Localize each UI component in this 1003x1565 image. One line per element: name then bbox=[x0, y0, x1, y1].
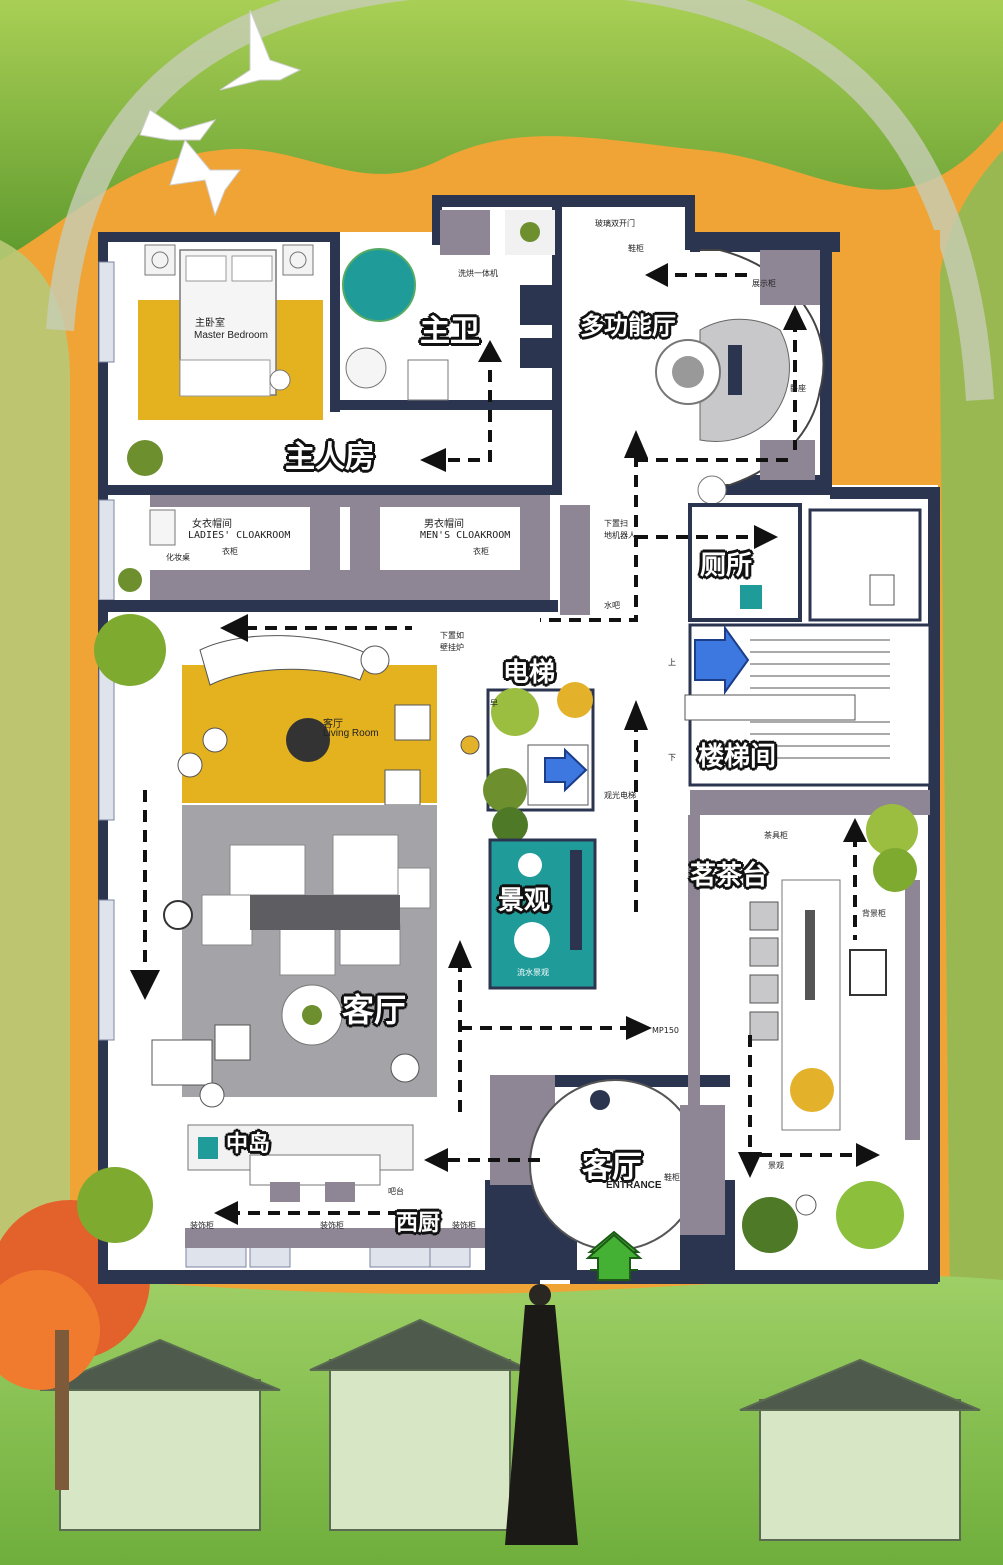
note-makeup: 化妆桌 bbox=[166, 553, 190, 562]
mens-cloak-en: MEN'S CLOAKROOM bbox=[420, 530, 511, 541]
ladies-cloak-en: LADIES' CLOAKROOM bbox=[188, 530, 291, 541]
note-wardrobe-l: 衣柜 bbox=[222, 547, 238, 556]
entrance-hall-label: 客厅 bbox=[582, 1150, 642, 1185]
master-bedroom-cn: 主卧室 bbox=[195, 318, 225, 329]
living-small-en: Living Room bbox=[323, 728, 379, 739]
western-kitchen-label: 西厨 bbox=[396, 1211, 441, 1236]
living-small-cn: 客厅 bbox=[323, 719, 343, 730]
landscape-label: 景观 bbox=[498, 886, 551, 916]
ladies-cloak-cn: 女衣帽间 bbox=[192, 519, 232, 530]
tea-table-label: 茗茶台 bbox=[690, 861, 769, 891]
note-wardrobe-r: 衣柜 bbox=[473, 547, 489, 556]
note-sightseeing: 观光电梯 bbox=[604, 791, 636, 800]
note-floor: 早 bbox=[490, 699, 498, 708]
master-bath-label: 主卫 bbox=[420, 314, 480, 349]
mens-cloak-cn: 男衣帽间 bbox=[424, 519, 464, 530]
note-seat: 卧座 bbox=[790, 384, 806, 393]
island-label: 中岛 bbox=[226, 1132, 271, 1157]
elevator-label: 电梯 bbox=[503, 658, 556, 688]
up-arrow-icon bbox=[694, 624, 750, 696]
note-fireplace-2: 壁挂炉 bbox=[440, 643, 464, 652]
note-mp: MP150 bbox=[652, 1026, 679, 1035]
note-up: 上 bbox=[668, 658, 676, 667]
note-bar: 吧台 bbox=[388, 1187, 404, 1196]
master-suite-label: 主人房 bbox=[285, 440, 375, 475]
note-back-cabinet: 背景柜 bbox=[862, 909, 886, 918]
multi-hall-label: 多功能厅 bbox=[580, 312, 676, 340]
note-decor-l: 装饰柜 bbox=[190, 1221, 214, 1230]
note-glass-door: 玻璃双开门 bbox=[595, 219, 635, 228]
master-bedroom-en: Master Bedroom bbox=[194, 330, 268, 341]
toilet-label: 厕所 bbox=[700, 551, 753, 581]
stairwell-label: 楼梯间 bbox=[698, 742, 777, 772]
entrance-en-label: ENTRANCE bbox=[606, 1180, 662, 1191]
elevator-arrow-icon bbox=[544, 747, 588, 793]
note-robot-2: 地机器人 bbox=[604, 531, 636, 540]
note-down: 下 bbox=[668, 753, 676, 762]
person-silhouette bbox=[505, 1284, 578, 1545]
note-water-bar: 水吧 bbox=[604, 601, 620, 610]
note-robot: 下置扫 bbox=[604, 519, 628, 528]
note-washer: 洗烘一体机 bbox=[458, 269, 498, 278]
note-decor-m: 装饰柜 bbox=[320, 1221, 344, 1230]
note-landscape-small: 景观 bbox=[768, 1161, 784, 1170]
note-fireplace: 下置如 bbox=[440, 631, 464, 640]
note-waterscape: 流水景观 bbox=[517, 968, 549, 977]
note-decor-r: 装饰柜 bbox=[452, 1221, 476, 1230]
note-display: 展示柜 bbox=[752, 279, 776, 288]
living-room-label: 客厅 bbox=[342, 991, 407, 1029]
note-shoe-top: 鞋柜 bbox=[628, 244, 644, 253]
note-tea-cabinet: 茶具柜 bbox=[764, 831, 788, 840]
note-shoe-entry: 鞋柜 bbox=[664, 1173, 680, 1182]
